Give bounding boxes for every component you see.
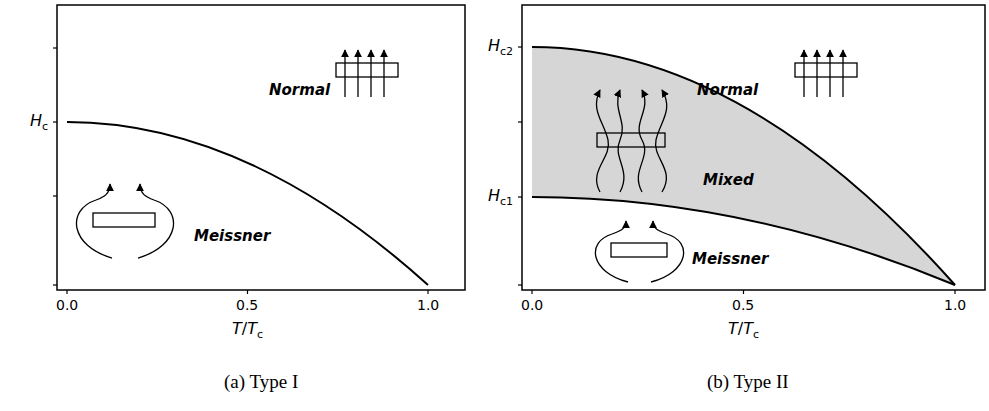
tick-label: 0.0 [521, 297, 543, 314]
type-two-plot [518, 5, 985, 294]
panel-caption: (a) Type I [224, 371, 298, 394]
region-label: Meissner [692, 250, 768, 268]
tick-label: 0.0 [56, 297, 78, 314]
region-label: Meissner [194, 227, 270, 245]
tick-label: 1.0 [417, 297, 439, 314]
tick-label: 1.0 [944, 297, 966, 314]
axis-label: T/Tc [232, 319, 263, 341]
axis-tick-label: Hc [30, 111, 48, 133]
panel-caption: (b) Type II [707, 371, 789, 394]
tick-label: 0.5 [236, 297, 258, 314]
axis-label: T/Tc [728, 319, 759, 341]
tick-label: 0.5 [732, 297, 754, 314]
axis-tick-label: Hc1 [488, 186, 513, 208]
axis-tick-label: Hc2 [488, 36, 513, 58]
region-label: Normal [697, 81, 758, 99]
region-label: Mixed [703, 171, 754, 189]
type-one-plot [53, 5, 465, 294]
region-label: Normal [269, 81, 330, 99]
